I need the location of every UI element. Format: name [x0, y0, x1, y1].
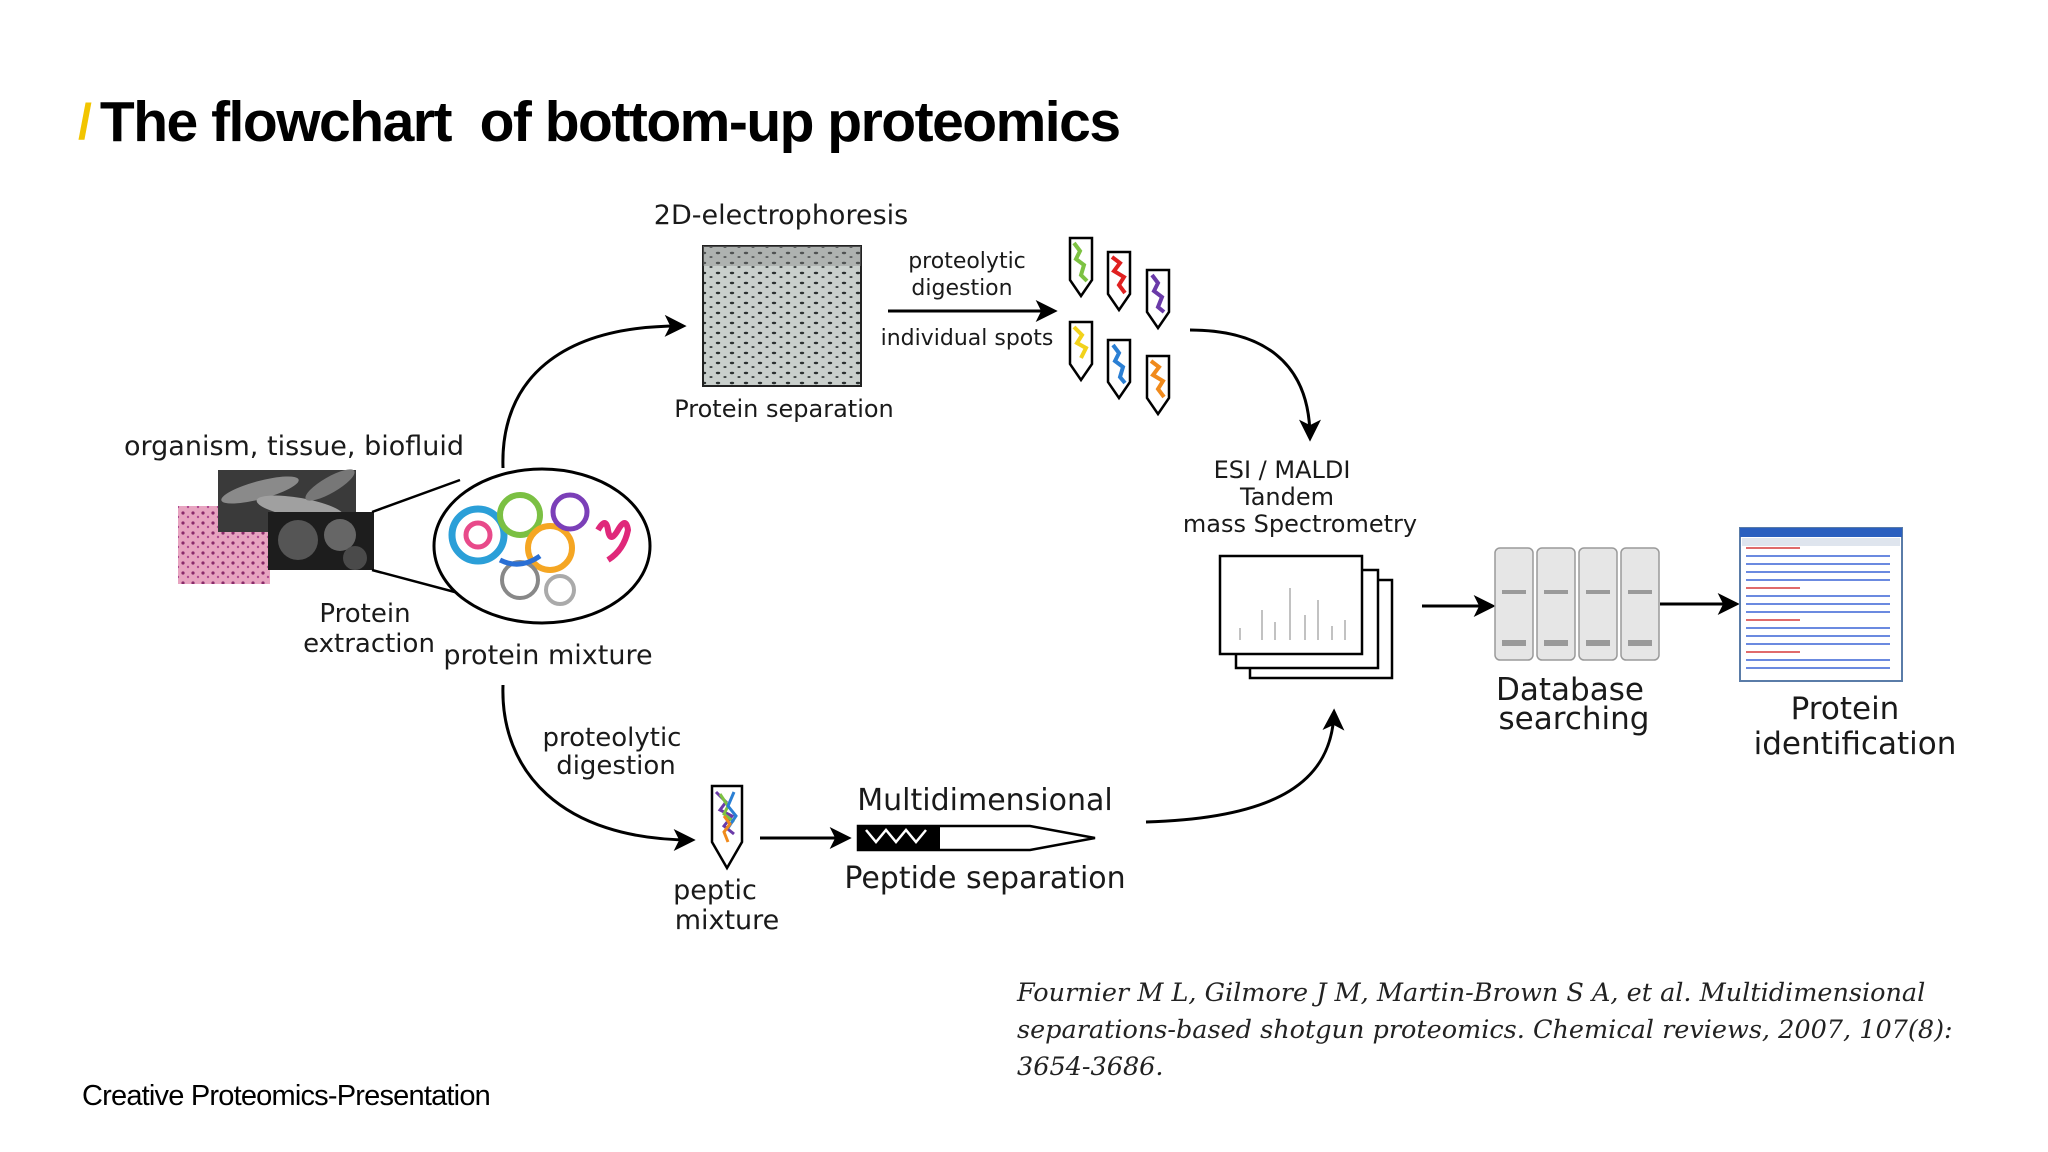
- protein-mixture-ellipse: [432, 467, 652, 625]
- protein-mixture-label: protein mixture: [443, 640, 652, 671]
- protein-separation-label: Protein separation: [674, 395, 894, 423]
- spectra-stack: [1218, 554, 1394, 680]
- identification-screenshot: [1739, 527, 1903, 682]
- title-accent-slash: /: [78, 94, 92, 150]
- arrow-to-peptic-mixture: [501, 684, 696, 851]
- tissue-sample-images: [178, 469, 374, 584]
- page-title: The flowchart of bottom-up proteomics: [99, 90, 1121, 154]
- protein-extraction-label-1: Protein: [319, 599, 410, 629]
- peptic-mixture-label-2: mixture: [675, 905, 780, 936]
- ms-label-3: mass Spectrometry: [1183, 510, 1417, 538]
- arrow-to-electrophoresis: [501, 314, 687, 469]
- proteolytic-bottom-label-1: proteolytic: [543, 723, 682, 753]
- electrophoresis-label: 2D-electrophoresis: [654, 200, 908, 231]
- title-bar: / The flowchart of bottom-up proteomics: [78, 82, 1121, 162]
- gel-image: [702, 245, 862, 387]
- peptic-mixture-label-1: peptic: [673, 875, 757, 906]
- separation-column: [856, 824, 1096, 852]
- sample-tubes: [1068, 236, 1171, 417]
- database-label-2: searching: [1499, 701, 1650, 737]
- proteolytic-top-label-1: proteolytic: [908, 249, 1026, 274]
- database-servers: [1494, 547, 1660, 661]
- protein-identification-label-2: identification: [1754, 726, 1957, 762]
- protein-extraction-label-2: extraction: [303, 629, 435, 659]
- ms-label-1: ESI / MALDI: [1214, 456, 1351, 484]
- footer-label: Creative Proteomics-Presentation: [82, 1080, 491, 1112]
- database-label-1: Database: [1496, 672, 1644, 708]
- proteolytic-bottom-label-2: digestion: [556, 751, 676, 781]
- organism-label: organism, tissue, biofluid: [124, 431, 464, 462]
- individual-spots-label: individual spots: [881, 326, 1054, 351]
- arrow-to-mass-spec-top: [1189, 328, 1321, 442]
- citation-text: Fournier M L, Gilmore J M, Martin-Brown …: [1017, 978, 1953, 1082]
- arrow-to-mass-spec-bottom: [1145, 708, 1345, 824]
- peptide-separation-label: Peptide separation: [844, 861, 1125, 896]
- peptic-mixture-tube: [710, 784, 744, 871]
- ms-label-2: Tandem: [1239, 483, 1334, 511]
- proteolytic-top-label-2: digestion: [911, 276, 1012, 301]
- protein-identification-label-1: Protein: [1791, 691, 1900, 727]
- multidimensional-label: Multidimensional: [857, 783, 1112, 818]
